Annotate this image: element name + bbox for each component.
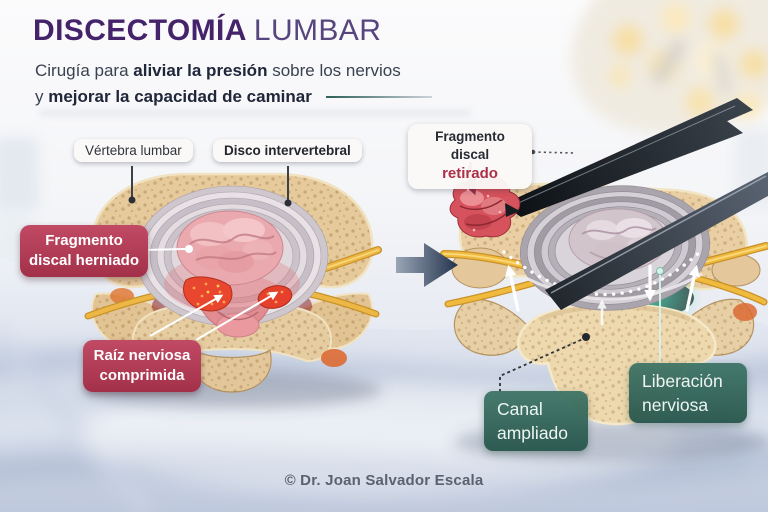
label-vertebra-lumbar: Vértebra lumbar xyxy=(74,139,193,162)
label-fragmento-retirado-line1: Fragmento discal xyxy=(435,129,505,163)
badge-fragmento-herniado: Fragmento discal herniado xyxy=(20,225,148,277)
subtitle-text: Cirugía para xyxy=(35,61,134,80)
label-disco-intervertebral: Disco intervertebral xyxy=(213,139,362,162)
subtitle-bold-text: aliviar la presión xyxy=(133,61,268,80)
subtitle-bold-text: mejorar la capacidad de caminar xyxy=(48,87,312,106)
label-fragmento-retirado-line2: retirado xyxy=(442,165,498,183)
badge-canal-ampliado: Canal ampliado xyxy=(484,391,588,452)
subtitle-text: y xyxy=(35,87,49,106)
label-fragmento-retirado: Fragmento discal retirado xyxy=(408,124,532,189)
nucleus-post-op-illustration xyxy=(568,208,668,272)
title-main: DISCECTOMÍA xyxy=(33,14,247,47)
badge-liberacion-nerviosa: Liberación nerviosa xyxy=(629,363,747,424)
title-sub: LUMBAR xyxy=(253,14,382,47)
subtitle-line-2: y mejorar la capacidad de caminar xyxy=(35,87,432,107)
badge-raiz-comprimida: Raíz nerviosa comprimida xyxy=(83,340,201,392)
subtitle-underline xyxy=(325,95,432,98)
subtitle-line-1: Cirugía para aliviar la presión sobre lo… xyxy=(35,61,401,81)
surgical-lamp-illustration xyxy=(571,0,768,134)
nucleus-illustration xyxy=(176,210,284,286)
copyright: © Dr. Joan Salvador Escala xyxy=(284,472,484,489)
background-edge-line xyxy=(40,110,470,116)
subtitle-text: sobre los nervios xyxy=(267,61,401,80)
